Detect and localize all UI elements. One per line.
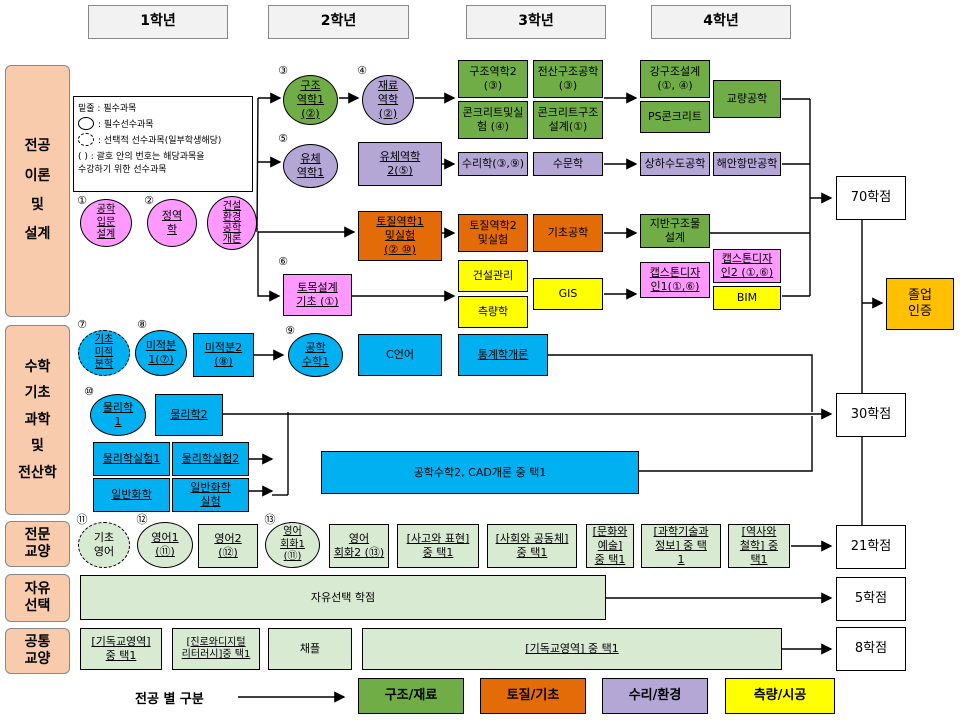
course-coastal[interactable]: 해안항만공학 xyxy=(713,152,781,176)
course-basic-english[interactable]: 기초 영어 xyxy=(78,522,130,568)
course-free-elective[interactable]: 자유선택 학점 xyxy=(80,575,606,620)
course-hydraulics[interactable]: 수리학(③,⑨) xyxy=(458,152,528,176)
marker-13: ⑬ xyxy=(264,513,276,526)
course-c-lang[interactable]: C언어 xyxy=(358,334,442,376)
legend-underline: 밑줄 : 필수과목 xyxy=(78,104,137,114)
course-struct1[interactable]: 구조 역학1 (②) xyxy=(283,75,338,125)
course-eng-design[interactable]: 공학 입문 설계 xyxy=(80,199,132,247)
course-concrete-lab[interactable]: 콘크리트및실 험 (④) xyxy=(458,101,528,139)
course-christian1[interactable]: [기독교영역] 중 택1 xyxy=(80,628,162,670)
year-header-2: 2학년 xyxy=(268,5,409,39)
key-hydro: 수리/환경 xyxy=(602,678,708,714)
course-bridge[interactable]: 교량공학 xyxy=(713,80,781,118)
course-society[interactable]: [사회와 공동체] 중 택1 xyxy=(487,524,577,568)
course-calc1[interactable]: 미적분 1(⑦) xyxy=(135,330,187,376)
course-physics-lab2[interactable]: 물리학실험2 xyxy=(172,442,249,476)
credit-common: 8학점 xyxy=(836,627,906,671)
section-free: 자유 선택 xyxy=(5,574,70,622)
course-soil2[interactable]: 토질역학2 및실험 xyxy=(458,214,528,252)
year-header-4: 4학년 xyxy=(651,5,791,39)
course-physics-lab1[interactable]: 물리학실험1 xyxy=(93,442,170,476)
credit-free: 5학점 xyxy=(836,577,906,621)
course-eng-conv1[interactable]: 영어 회화1 (⑪) xyxy=(265,522,320,568)
legend-paren: ( ) : 괄호 안의 번호는 해당과목을 수강하기 위한 선수과목 xyxy=(78,152,205,175)
course-hydrology[interactable]: 수문학 xyxy=(533,152,603,176)
key-soil: 토질/기초 xyxy=(480,678,586,714)
marker-8: ⑧ xyxy=(137,318,147,331)
credit-basic: 30학점 xyxy=(836,393,906,437)
section-liberal: 전문 교양 xyxy=(5,521,70,567)
course-capstone2[interactable]: 캡스톤디자 인2 (①,⑥) xyxy=(713,249,781,283)
course-chem-lab[interactable]: 일반화학 실험 xyxy=(172,478,249,512)
solid-ellipse-icon xyxy=(78,117,94,130)
course-gis[interactable]: GIS xyxy=(533,278,603,310)
marker-12: ⑫ xyxy=(136,513,148,526)
course-chemistry[interactable]: 일반화학 xyxy=(93,478,170,512)
section-major: 전공 이론 및 설계 xyxy=(5,65,70,317)
section-common: 공통 교양 xyxy=(5,628,70,674)
course-concrete-design[interactable]: 콘크리트구조 설계(①) xyxy=(533,101,603,139)
marker-10: ⑩ xyxy=(84,385,94,398)
legend-required-prereq: : 필수선수과목 xyxy=(98,120,154,130)
course-fluid1[interactable]: 유체 역학1 xyxy=(283,144,338,188)
course-capstone1[interactable]: 캡스톤디자 인1(①,⑥) xyxy=(640,262,710,298)
course-water-supply[interactable]: 상하수도공학 xyxy=(640,152,710,176)
marker-9: ⑨ xyxy=(285,324,295,337)
marker-2: ② xyxy=(144,194,154,207)
course-basic-calc[interactable]: 기초 미적 분학 xyxy=(78,330,130,376)
legend: 밑줄 : 필수과목 : 필수선수과목 : 선택적 선수과목(일부학생해당) ( … xyxy=(73,96,253,192)
course-chapel[interactable]: 채플 xyxy=(268,628,352,670)
course-thinking[interactable]: [사고와 표현] 중 택1 xyxy=(397,524,479,568)
course-soil1[interactable]: 토질역학1 및실험 (② ⑩) xyxy=(358,211,442,261)
course-english1[interactable]: 영어1 (⑪) xyxy=(137,522,193,568)
marker-3: ③ xyxy=(278,64,288,77)
course-ground-design[interactable]: 지반구조물 설계 xyxy=(640,214,710,248)
credit-liberal: 21학점 xyxy=(836,525,906,569)
course-history[interactable]: [역사와 철학] 중 택1 xyxy=(728,524,790,568)
year-header-3: 3학년 xyxy=(466,5,606,39)
course-material[interactable]: 재료 역학 (②) xyxy=(362,75,414,125)
key-label: 전공 별 구분 xyxy=(135,692,204,707)
marker-7: ⑦ xyxy=(77,318,87,331)
course-physics2[interactable]: 물리학2 xyxy=(155,394,223,436)
course-steel-design[interactable]: 강구조설계 (①, ④) xyxy=(640,60,710,98)
course-ps-concrete[interactable]: PS콘크리트 xyxy=(640,101,710,133)
course-science-info[interactable]: [과학기술과 정보] 중 택 1 xyxy=(641,524,721,568)
course-struct2[interactable]: 구조역학2 (③) xyxy=(458,60,528,98)
course-eng-conv2[interactable]: 영어 회화2 (⑬) xyxy=(329,524,389,568)
course-career-digital[interactable]: [진로와디지털 리터러시]중 택1 xyxy=(172,628,260,670)
course-construction-mgmt[interactable]: 건설관리 xyxy=(458,260,528,292)
marker-5: ⑤ xyxy=(278,132,288,145)
section-basic: 수학 기초 과학 및 전산학 xyxy=(5,325,70,515)
marker-6: ⑥ xyxy=(278,255,288,268)
course-eng-math1[interactable]: 공학 수학1 xyxy=(288,333,343,377)
course-bim[interactable]: BIM xyxy=(713,286,781,310)
marker-1: ① xyxy=(77,194,87,207)
course-calc2[interactable]: 미적분2 (⑧) xyxy=(193,333,254,377)
course-statistics[interactable]: 통계학개론 xyxy=(458,334,548,376)
year-header-1: 1학년 xyxy=(88,5,228,39)
course-civil-design[interactable]: 토목설계 기초 (①) xyxy=(283,274,352,316)
course-computer-struct[interactable]: 전산구조공학 (③) xyxy=(533,60,603,98)
marker-11: ⑪ xyxy=(76,513,88,526)
credit-major: 70학점 xyxy=(836,176,906,220)
course-christian2[interactable]: [기독교영역] 중 택1 xyxy=(362,628,782,670)
key-survey: 측량/시공 xyxy=(725,678,835,714)
course-culture[interactable]: [문화와 예술] 중 택1 xyxy=(586,524,634,568)
marker-4: ④ xyxy=(357,64,367,77)
course-fluid2[interactable]: 유체역학 2(⑤) xyxy=(358,142,442,186)
course-statics[interactable]: 정역 학 xyxy=(147,199,197,247)
course-foundation[interactable]: 기초공학 xyxy=(533,214,603,252)
legend-elective-prereq: : 선택적 선수과목(일부학생해당) xyxy=(98,136,222,146)
course-surveying[interactable]: 측량학 xyxy=(458,296,528,328)
graduation-box: 졸업 인증 xyxy=(886,278,954,330)
course-env-eng[interactable]: 건설 환경 공학 개론 xyxy=(207,196,257,250)
course-physics1[interactable]: 물리학 1 xyxy=(90,394,146,436)
dashed-ellipse-icon xyxy=(78,133,94,146)
key-struct: 구조/재료 xyxy=(358,678,464,714)
course-eng-math2[interactable]: 공학수학2, CAD개론 중 택1 xyxy=(321,451,639,494)
course-english2[interactable]: 영어2 (⑫) xyxy=(198,524,258,568)
